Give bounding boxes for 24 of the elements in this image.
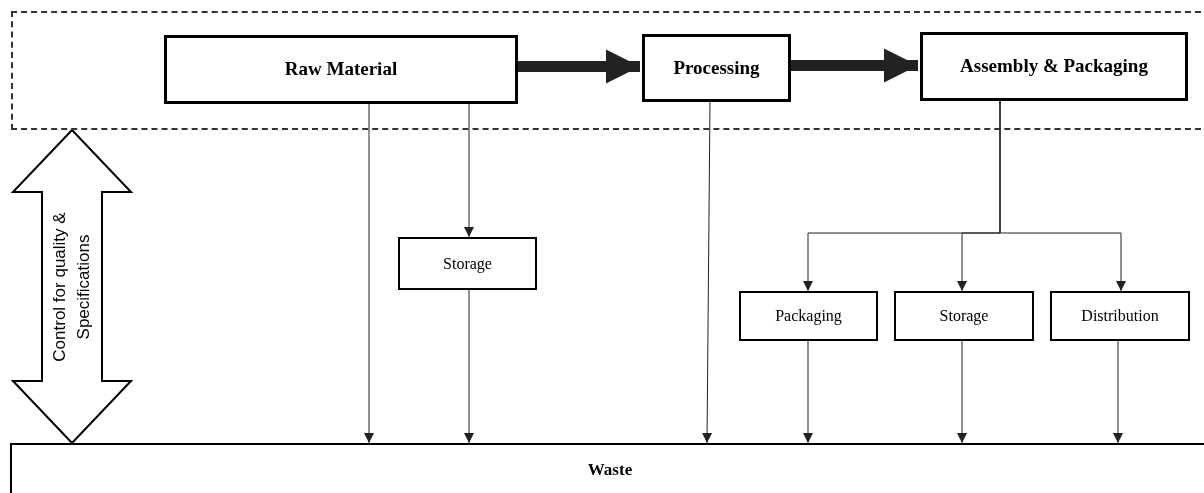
process-box [1050,291,1190,341]
node-label: Distribution [1081,306,1159,326]
node-label: Packaging [775,306,842,327]
process-box [164,35,518,104]
node-label: Processing [673,55,760,80]
process-box [894,291,1034,341]
process-box [398,237,537,290]
process-box [642,34,791,102]
edge-label: Control for quality & Specifications [50,211,93,362]
node-label: Waste [587,459,633,481]
process-box [920,32,1188,101]
arrow [957,340,967,444]
waste-box [10,443,1204,493]
thick-arrow [789,48,918,83]
arrow [803,340,813,444]
node-label: Raw Material [284,57,398,82]
process-box [739,291,878,341]
node-label: Storage [443,253,492,275]
arrow [464,289,474,444]
double-arrow [10,128,134,445]
thick-arrow [516,49,640,84]
node-label: Assembly & Packaging [960,54,1148,79]
arrow [1113,340,1123,444]
node-label: Storage [939,306,989,327]
